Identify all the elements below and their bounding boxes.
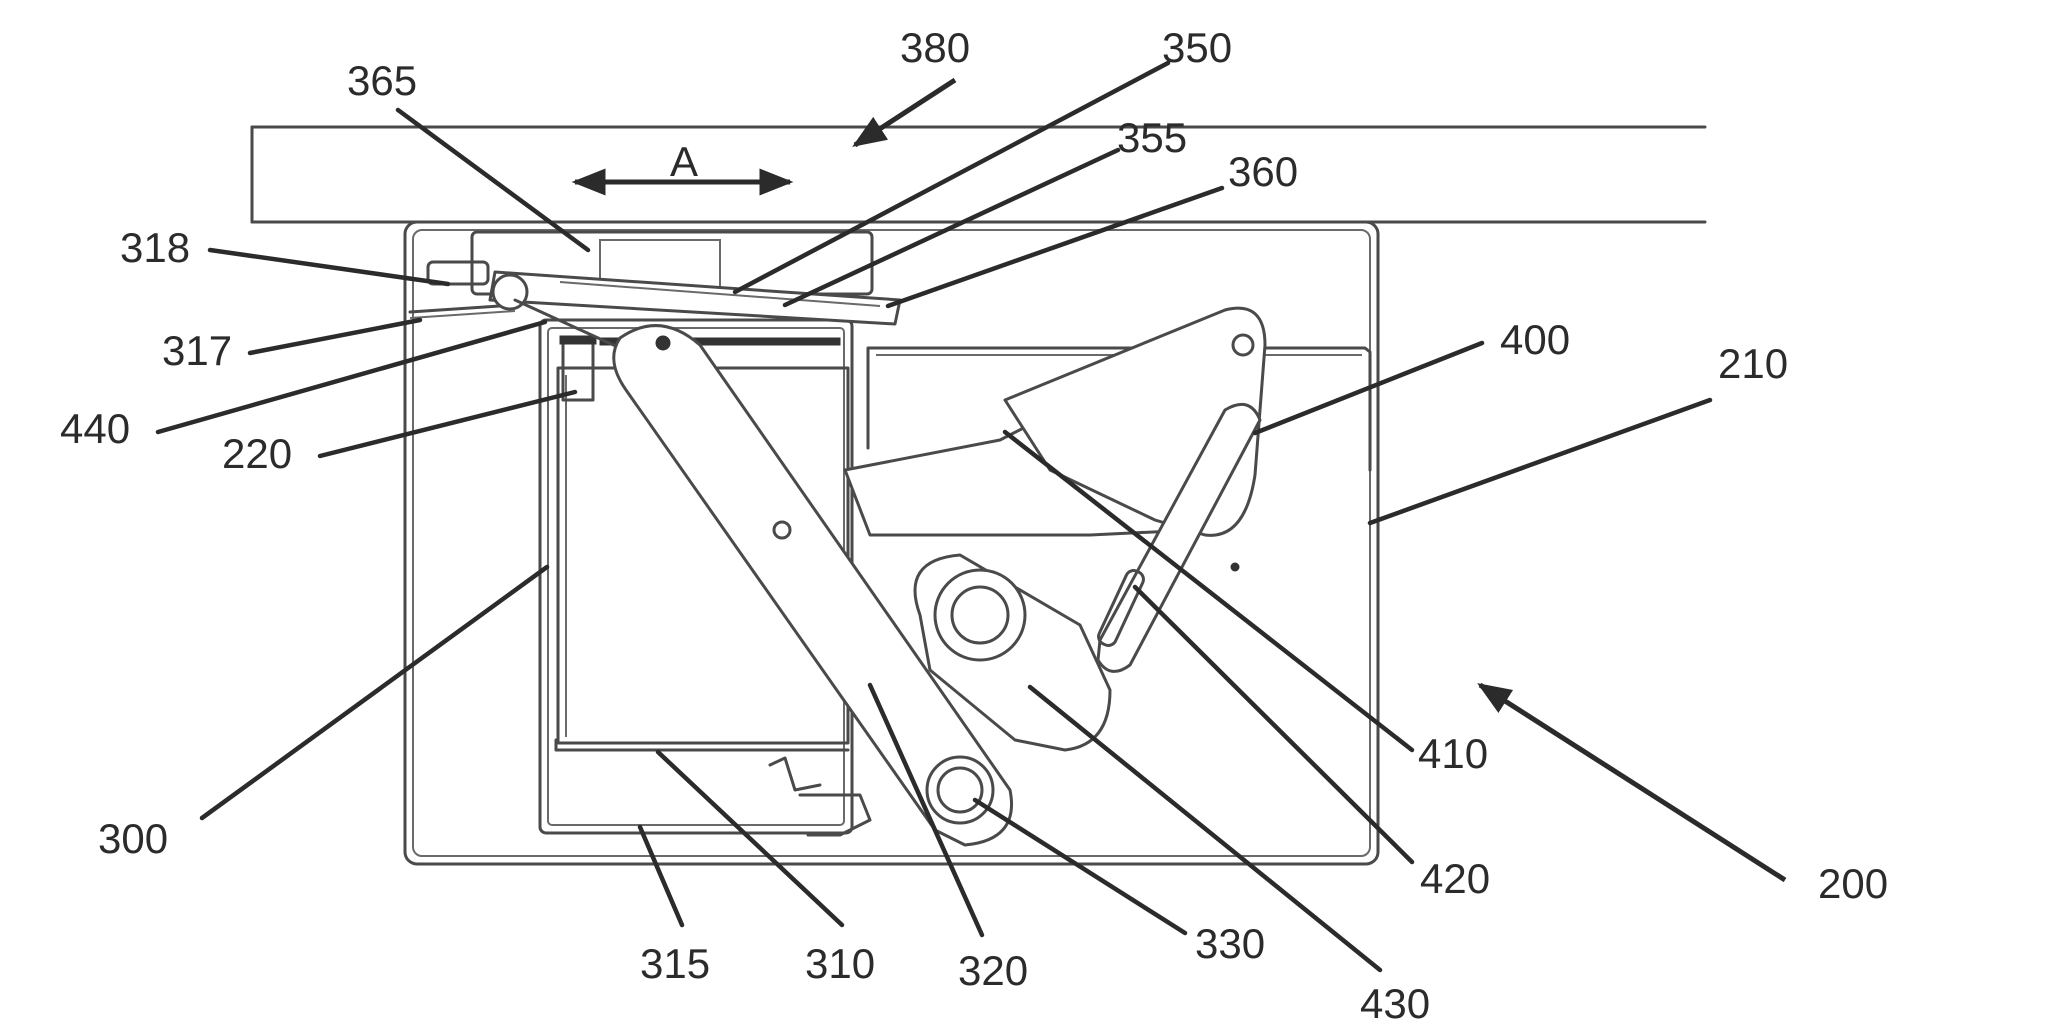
label-365: 365	[347, 57, 417, 104]
reference-labels: 380 350 365 355 360 A 318 317 440 220 40…	[60, 24, 1888, 1027]
leader-300	[199, 564, 550, 821]
rail-380	[250, 125, 1707, 224]
leader-330	[972, 797, 1188, 936]
link-320	[612, 324, 1013, 847]
leader-400	[1252, 340, 1485, 436]
housing-210	[403, 220, 1380, 866]
label-440: 440	[60, 405, 130, 452]
label-220: 220	[222, 430, 292, 477]
label-310: 310	[805, 940, 875, 987]
label-320: 320	[958, 947, 1028, 994]
label-200: 200	[1818, 860, 1888, 907]
leader-310	[655, 749, 845, 928]
leader-320	[867, 682, 985, 938]
leader-355	[782, 147, 1121, 308]
arrow-380	[852, 77, 957, 148]
leader-317	[247, 317, 423, 356]
leader-420	[1132, 584, 1415, 865]
leader-220	[317, 389, 578, 459]
arm-430	[913, 553, 1112, 752]
bracket-lower	[768, 756, 872, 837]
leader-315	[637, 824, 685, 928]
label-380: 380	[900, 24, 970, 71]
label-315: 315	[640, 940, 710, 987]
label-420: 420	[1420, 855, 1490, 902]
leader-210	[1367, 397, 1713, 526]
link-440	[513, 298, 622, 350]
leader-365	[395, 107, 591, 253]
leader-350	[732, 60, 1171, 295]
label-410: 410	[1418, 730, 1488, 777]
label-360: 360	[1228, 148, 1298, 195]
component-220	[559, 335, 597, 402]
arrows	[571, 77, 1787, 883]
arrow-200	[1477, 682, 1787, 883]
label-330: 330	[1195, 920, 1265, 967]
label-400: 400	[1500, 316, 1570, 363]
label-430: 430	[1360, 980, 1430, 1027]
label-317: 317	[162, 327, 232, 374]
guide-318-317	[408, 260, 517, 319]
leader-410	[1002, 429, 1415, 753]
label-318: 318	[120, 224, 190, 271]
rivet	[1230, 562, 1240, 572]
leader-lines	[155, 60, 1713, 973]
label-300: 300	[98, 815, 168, 862]
label-350: 350	[1162, 24, 1232, 71]
leader-430	[1027, 684, 1383, 973]
label-A: A	[670, 138, 698, 185]
leader-318	[207, 247, 451, 287]
link-420	[1096, 402, 1262, 673]
label-355: 355	[1117, 114, 1187, 161]
leader-440	[155, 319, 548, 435]
label-210: 210	[1718, 340, 1788, 387]
leader-360	[885, 185, 1225, 309]
